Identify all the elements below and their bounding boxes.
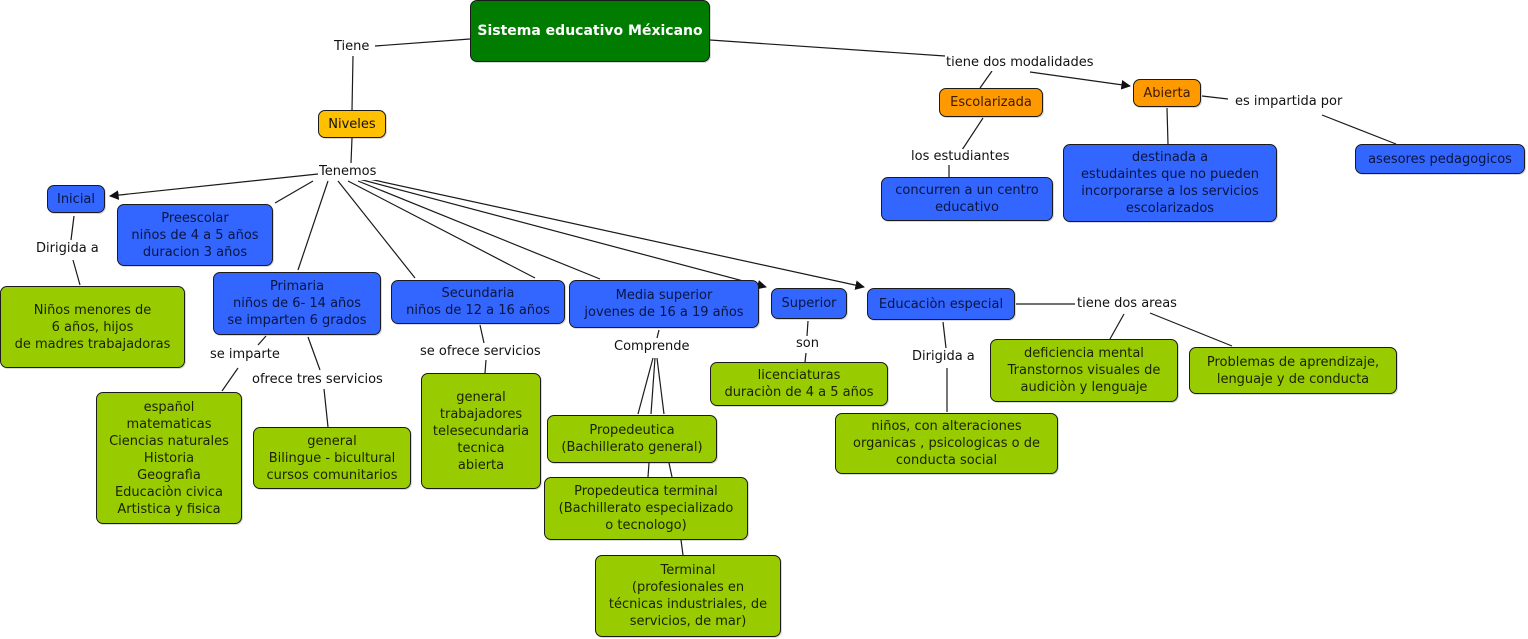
concept-propedeutica[interactable]: Propedeutica (Bachillerato general) xyxy=(547,415,717,463)
concept-inicial-detail[interactable]: Niños menores de 6 años, hijos de madres… xyxy=(0,286,185,368)
link-label-es-impartida-por: es impartida por xyxy=(1234,94,1344,110)
line-ofrece-servicios xyxy=(323,388,329,428)
line-primaria-seimparte xyxy=(257,335,267,346)
link-label-los-estudiantes: los estudiantes xyxy=(910,149,1011,165)
link-label-tiene-dos-modalidades: tiene dos modalidades xyxy=(945,55,1095,71)
line-modalidades-escolarizada xyxy=(979,70,993,89)
line-tenemos-media xyxy=(347,180,536,279)
root-concept-sistema-educativo[interactable]: Sistema educativo Méxicano xyxy=(470,0,710,62)
line-tenemos-inicial xyxy=(109,173,319,200)
link-label-tenemos: Tenemos xyxy=(318,164,378,180)
line-escolarizada-estudiantes xyxy=(961,117,984,151)
link-label-se-imparte: se imparte xyxy=(209,347,281,363)
line-tenemos-media2 xyxy=(357,180,601,280)
line-media-comprende xyxy=(656,329,660,339)
line-especial-dirigida xyxy=(942,321,947,349)
line-inicial-dirigida xyxy=(70,215,75,241)
concept-propedeutica-terminal[interactable]: Propedeutica terminal (Bachillerato espe… xyxy=(544,477,748,540)
concept-licenciaturas[interactable]: licenciaturas duraciòn de 4 a 5 años xyxy=(710,362,888,406)
line-seimparte-materias xyxy=(221,367,239,392)
line-modalidades-abierta xyxy=(1029,71,1131,90)
line-secundaria-seofrece xyxy=(479,324,485,344)
line-comprende-prop2 xyxy=(650,357,656,415)
concept-destinada[interactable]: destinada a estudaintes que no pueden in… xyxy=(1063,144,1277,222)
concept-escolarizada[interactable]: Escolarizada xyxy=(939,88,1043,117)
concept-preescolar[interactable]: Preescolar niños de 4 a 5 años duracion … xyxy=(117,204,273,266)
concept-secundaria[interactable]: Secundaria niños de 12 a 16 años xyxy=(391,280,565,324)
line-tenemos-primaria xyxy=(297,180,329,271)
concept-terminal[interactable]: Terminal (profesionales en técnicas indu… xyxy=(595,555,781,637)
concept-problemas[interactable]: Problemas de aprendizaje, lenguaje y de … xyxy=(1189,347,1397,394)
line-tenemos-secundaria xyxy=(337,180,416,279)
concept-abierta[interactable]: Abierta xyxy=(1133,79,1201,107)
concept-primaria-servicios[interactable]: general Bilingue - bicultural cursos com… xyxy=(253,427,411,489)
concept-asesores-pedagogicos[interactable]: asesores pedagogicos xyxy=(1355,144,1525,174)
line-seofrece-servicios xyxy=(484,359,487,374)
link-label-son: son xyxy=(795,336,820,352)
line-superior-son xyxy=(806,320,809,337)
line-abierta-destinada xyxy=(1166,107,1169,145)
concept-media-superior[interactable]: Media superior jovenes de 16 a 19 años xyxy=(569,280,759,328)
link-label-tiene: Tiene xyxy=(333,39,371,55)
concept-primaria[interactable]: Primaria niños de 6- 14 años se imparten… xyxy=(213,272,381,335)
line-comprende-prop1 xyxy=(637,357,654,415)
line-tiene-niveles xyxy=(351,55,354,111)
concept-deficiencia[interactable]: deficiencia mental Transtornos visuales … xyxy=(990,339,1178,402)
concept-primaria-materias[interactable]: español matematicas Ciencias naturales H… xyxy=(96,392,242,524)
concept-secundaria-servicios[interactable]: general trabajadores telesecundaria tecn… xyxy=(421,373,541,489)
line-primaria-ofrece xyxy=(307,336,321,371)
line-prop-propterm2 xyxy=(668,462,673,478)
line-tenemos-preescolar xyxy=(274,180,314,204)
link-label-dirigida-a-inicial: Dirigida a xyxy=(35,241,100,257)
concept-especial-dirigida[interactable]: niños, con alteraciones organicas , psic… xyxy=(835,413,1058,474)
line-comprende-prop3 xyxy=(656,357,665,415)
line-impartida-asesores xyxy=(1321,114,1397,145)
line-dirigida-detail xyxy=(72,259,81,286)
concept-educacion-especial[interactable]: Educaciòn especial xyxy=(867,288,1015,320)
concept-inicial[interactable]: Inicial xyxy=(47,185,105,213)
concept-superior[interactable]: Superior xyxy=(771,288,847,319)
line-root-modalidades xyxy=(709,39,946,57)
line-tenemos-superior xyxy=(358,178,767,290)
line-prop-propterm1 xyxy=(647,462,650,478)
link-label-tiene-dos-areas: tiene dos areas xyxy=(1076,296,1178,312)
line-areas-deficiencia xyxy=(1109,313,1125,340)
line-son-licenciaturas xyxy=(804,352,807,363)
line-niveles-tenemos xyxy=(350,137,353,164)
link-label-comprende: Comprende xyxy=(613,339,691,355)
line-root-tiene xyxy=(374,38,471,47)
line-abierta-impartida xyxy=(1201,95,1229,100)
link-label-dirigida-a-especial: Dirigida a xyxy=(911,349,976,365)
concept-concurren-centro[interactable]: concurren a un centro educativo xyxy=(881,177,1053,221)
link-label-ofrece-tres-servicios: ofrece tres servicios xyxy=(251,372,384,388)
line-areas-problemas xyxy=(1149,312,1233,347)
concept-niveles[interactable]: Niveles xyxy=(318,110,386,138)
line-propterm-terminal xyxy=(680,539,684,556)
line-tenemos-especial xyxy=(359,176,865,290)
link-label-se-ofrece-servicios: se ofrece servicios xyxy=(419,344,542,360)
